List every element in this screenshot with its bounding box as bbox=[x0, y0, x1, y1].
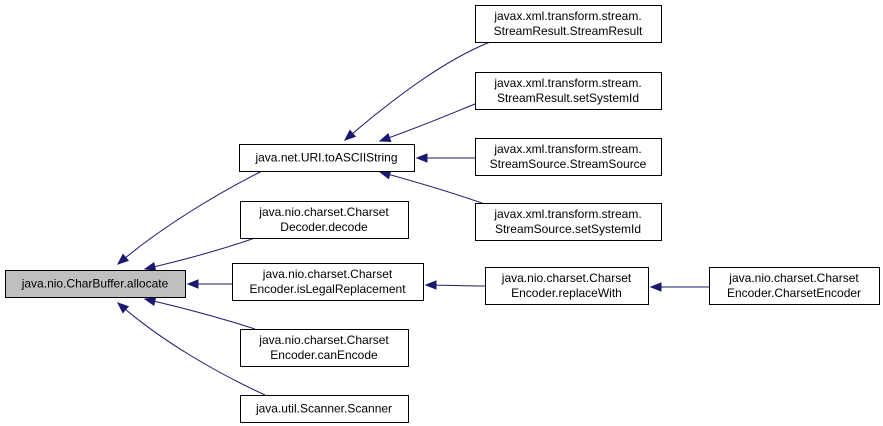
node-charsetencoder-canencode[interactable]: java.nio.charset.CharsetEncoder.canEncod… bbox=[240, 329, 409, 367]
node-streamsource-streamsource[interactable]: javax.xml.transform.stream.StreamSource.… bbox=[475, 138, 662, 176]
edge-streamresult-setsystemid-to-uri-toasciistring bbox=[378, 103, 476, 142]
node-uri-toasciistring[interactable]: java.net.URI.toASCIIString bbox=[239, 144, 415, 172]
node-scanner-scanner[interactable]: java.util.Scanner.Scanner bbox=[240, 395, 409, 423]
node-label-line: StreamResult.setSystemId bbox=[497, 91, 639, 105]
edge-charsetencoder-canencode-to-charbuffer-allocate bbox=[143, 296, 256, 330]
edge-uri-toasciistring-to-charbuffer-allocate bbox=[116, 170, 263, 265]
node-box bbox=[5, 270, 186, 298]
edge-streamsource-setsystemid-to-uri-toasciistring bbox=[378, 170, 491, 207]
node-box bbox=[239, 144, 415, 172]
edge-arrowhead bbox=[143, 296, 157, 307]
node-box bbox=[475, 138, 662, 176]
edge-arrowhead bbox=[649, 282, 662, 292]
edge-line bbox=[379, 103, 476, 142]
edge-line bbox=[117, 170, 263, 265]
edge-charsetencoder-islegalreplacement-to-charbuffer-allocate bbox=[186, 279, 232, 289]
edge-arrowhead bbox=[424, 280, 437, 290]
node-label-line: StreamSource.setSystemId bbox=[495, 222, 641, 236]
edge-line bbox=[144, 298, 256, 330]
node-label-line: java.nio.charset.Charset bbox=[501, 271, 632, 285]
node-label-line: javax.xml.transform.stream. bbox=[493, 9, 641, 23]
edge-arrowhead bbox=[116, 253, 130, 265]
node-label-line: Encoder.replaceWith bbox=[511, 286, 622, 300]
node-streamsource-setsystemid[interactable]: javax.xml.transform.stream.StreamSource.… bbox=[475, 203, 662, 241]
nodes-layer: java.nio.CharBuffer.allocate java.net.URI… bbox=[5, 5, 880, 423]
node-label-line: Encoder.CharsetEncoder bbox=[727, 286, 861, 300]
edge-streamsource-streamsource-to-uri-toasciistring bbox=[415, 153, 476, 163]
edge-arrowhead bbox=[116, 302, 130, 314]
edges-layer bbox=[116, 41, 709, 396]
node-label-line: java.nio.CharBuffer.allocate bbox=[21, 277, 169, 291]
node-box bbox=[475, 5, 662, 43]
node-label-line: java.net.URI.toASCIIString bbox=[254, 151, 397, 165]
edge-arrowhead bbox=[186, 279, 199, 289]
edge-arrowhead bbox=[143, 261, 157, 272]
edge-charsetencoder-replacewith-to-charsetencoder-islegalreplacement bbox=[424, 280, 486, 290]
node-label-line: Encoder.isLegalReplacement bbox=[249, 282, 406, 296]
node-box bbox=[232, 263, 424, 301]
node-charsetencoder-replacewith[interactable]: java.nio.charset.CharsetEncoder.replaceW… bbox=[485, 267, 649, 305]
edge-line bbox=[117, 302, 266, 396]
edge-line bbox=[344, 41, 491, 141]
edge-charsetencoder-charsetencoder-to-charsetencoder-replacewith bbox=[649, 282, 709, 292]
node-label-line: java.util.Scanner.Scanner bbox=[255, 402, 392, 416]
edge-charsetdecoder-decode-to-charbuffer-allocate bbox=[143, 237, 256, 272]
edge-scanner-scanner-to-charbuffer-allocate bbox=[116, 302, 266, 396]
node-streamresult-setsystemid[interactable]: javax.xml.transform.stream.StreamResult.… bbox=[475, 72, 662, 110]
node-label-line: java.nio.charset.Charset bbox=[728, 271, 859, 285]
node-label-line: javax.xml.transform.stream. bbox=[493, 142, 641, 156]
edge-line bbox=[379, 171, 491, 207]
node-label-line: javax.xml.transform.stream. bbox=[493, 76, 641, 90]
node-box bbox=[709, 267, 880, 305]
node-charbuffer-allocate[interactable]: java.nio.CharBuffer.allocate bbox=[5, 270, 186, 298]
edge-arrowhead bbox=[343, 129, 357, 141]
edge-arrowhead bbox=[415, 153, 428, 163]
node-label-line: java.nio.charset.Charset bbox=[258, 333, 389, 347]
edge-streamresult-streamresult-to-uri-toasciistring bbox=[343, 41, 491, 141]
node-label-line: java.nio.charset.Charset bbox=[262, 267, 393, 281]
node-box bbox=[240, 395, 409, 423]
node-label-line: StreamResult.StreamResult bbox=[494, 24, 643, 38]
node-streamresult-streamresult[interactable]: javax.xml.transform.stream.StreamResult.… bbox=[475, 5, 662, 43]
node-label-line: javax.xml.transform.stream. bbox=[493, 207, 641, 221]
node-label-line: java.nio.charset.Charset bbox=[258, 205, 389, 219]
node-label-line: StreamSource.StreamSource bbox=[490, 157, 647, 171]
node-box bbox=[240, 201, 409, 239]
node-label-line: Decoder.decode bbox=[280, 220, 368, 234]
edge-arrowhead bbox=[378, 133, 392, 142]
node-charsetencoder-islegalreplacement[interactable]: java.nio.charset.CharsetEncoder.isLegalR… bbox=[232, 263, 424, 301]
node-box bbox=[240, 329, 409, 367]
node-label-line: Encoder.canEncode bbox=[270, 348, 378, 362]
node-charsetencoder-charsetencoder[interactable]: java.nio.charset.CharsetEncoder.CharsetE… bbox=[709, 267, 880, 305]
node-box bbox=[475, 72, 662, 110]
node-box bbox=[485, 267, 649, 305]
node-box bbox=[475, 203, 662, 241]
